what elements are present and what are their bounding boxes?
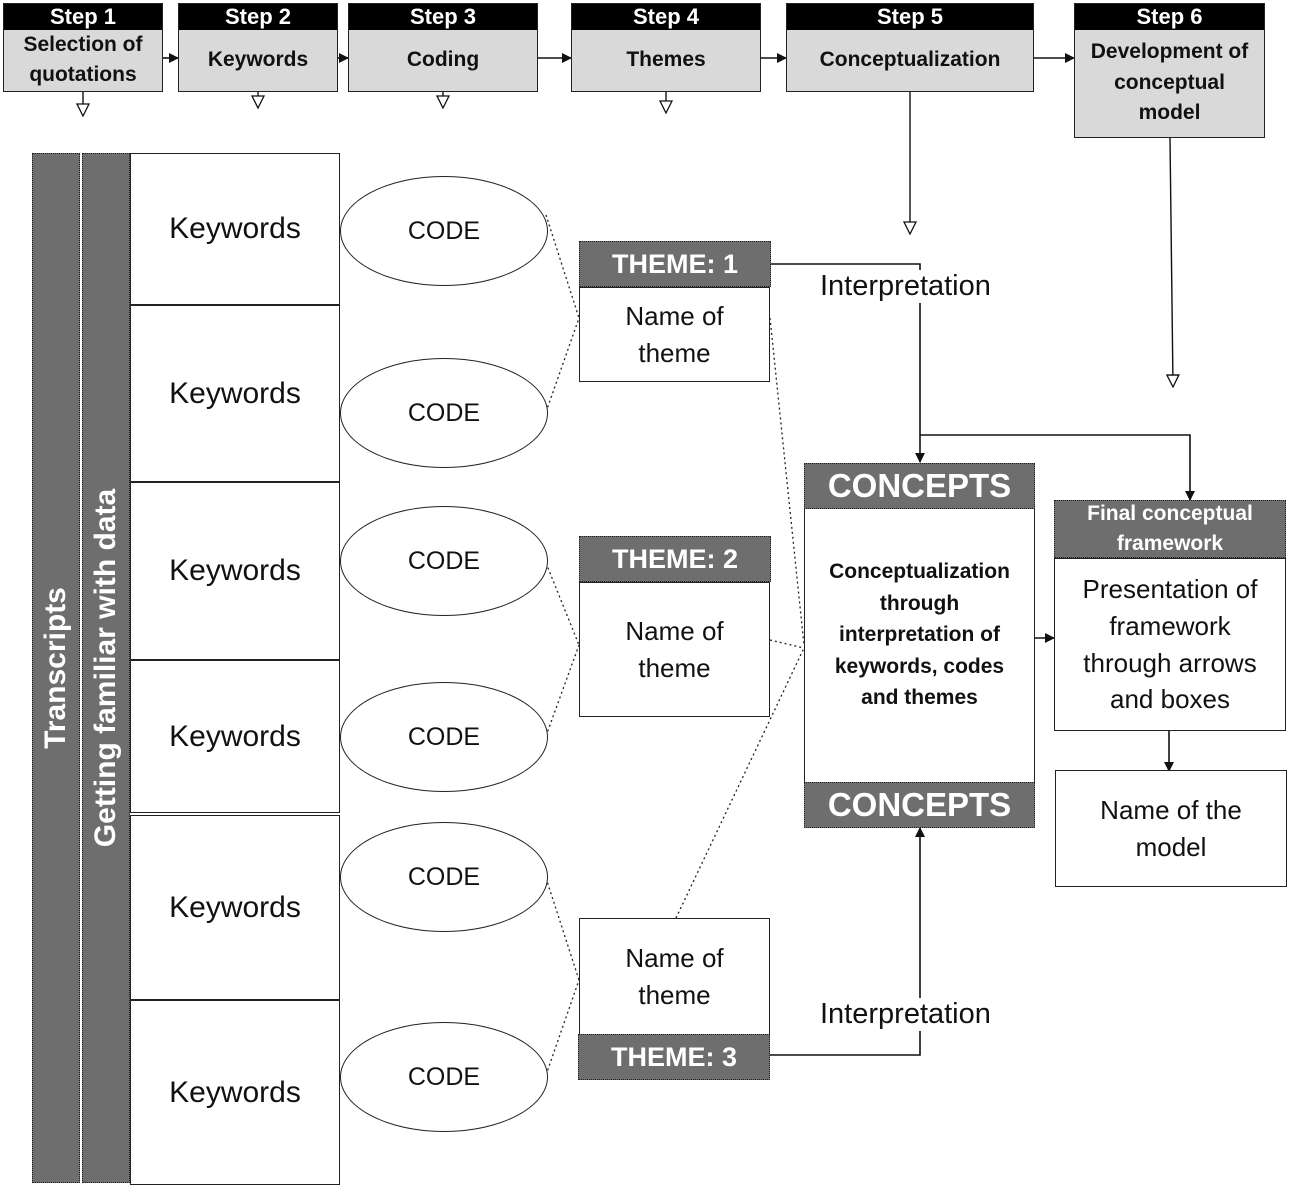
step-5-text: Conceptualization [819, 47, 1001, 71]
familiarization-bar: Getting familiar with data [82, 153, 130, 1183]
step-4-label: Step 4 [572, 4, 760, 30]
concepts-body: Conceptualization through interpretation… [804, 507, 1035, 787]
keyword-box-6: Keywords [130, 1000, 340, 1185]
theme-3-header: THEME: 3 [578, 1034, 770, 1080]
step-1-label: Step 1 [4, 4, 162, 30]
concepts-description: Conceptualization through interpretation… [829, 560, 1010, 709]
step-6-text: Development of conceptual model [1090, 40, 1249, 125]
step-1-text: Selection of quotations [23, 32, 143, 86]
keyword-box-1: Keywords [130, 153, 340, 305]
step-1-box: Step 1 Selection of quotations [3, 3, 163, 92]
theme-1-header: THEME: 1 [579, 241, 771, 287]
keyword-box-2: Keywords [130, 305, 340, 482]
code-ellipse-2: CODE [340, 358, 548, 468]
familiarization-label: Getting familiar with data [89, 488, 122, 848]
step-3-label: Step 3 [349, 4, 537, 30]
keyword-box-4: Keywords [130, 660, 340, 813]
concepts-bottom-header: CONCEPTS [804, 782, 1035, 828]
transcripts-bar: Transcripts [32, 153, 80, 1183]
concepts-top-header: CONCEPTS [804, 463, 1035, 509]
step-3-text: Coding [406, 47, 480, 71]
interpretation-label-bottom: Interpretation [820, 998, 991, 1031]
keyword-box-3: Keywords [130, 482, 340, 660]
code-ellipse-5: CODE [340, 822, 548, 932]
step-down-arrows [83, 92, 1173, 386]
dotted-links [545, 214, 805, 1076]
theme-2-header: THEME: 2 [579, 536, 771, 582]
step-2-text: Keywords [207, 47, 309, 71]
theme-3-name: Name of theme [579, 918, 770, 1035]
code-ellipse-4: CODE [340, 682, 548, 792]
theme-2-name: Name of theme [579, 582, 770, 717]
theme-1-name: Name of theme [579, 287, 770, 382]
final-framework-body: Presentation of framework through arrows… [1054, 558, 1286, 731]
model-name-box: Name of the model [1055, 770, 1287, 887]
step-4-box: Step 4 Themes [571, 3, 761, 92]
step-6-label: Step 6 [1075, 4, 1264, 30]
final-framework-header: Final conceptual framework [1054, 500, 1286, 558]
transcripts-label: Transcripts [39, 587, 72, 749]
step-4-text: Themes [626, 47, 706, 71]
step-3-box: Step 3 Coding [348, 3, 538, 92]
code-ellipse-1: CODE [340, 176, 548, 286]
step-2-box: Step 2 Keywords [178, 3, 338, 92]
step-5-box: Step 5 Conceptualization [786, 3, 1034, 92]
code-ellipse-6: CODE [340, 1022, 548, 1132]
interpretation-links [770, 263, 1195, 1056]
step-6-box: Step 6 Development of conceptual model [1074, 3, 1265, 138]
step-5-label: Step 5 [787, 4, 1033, 30]
interpretation-label-top: Interpretation [820, 270, 991, 303]
code-ellipse-3: CODE [340, 506, 548, 616]
keyword-box-5: Keywords [130, 815, 340, 1000]
step-2-label: Step 2 [179, 4, 337, 30]
